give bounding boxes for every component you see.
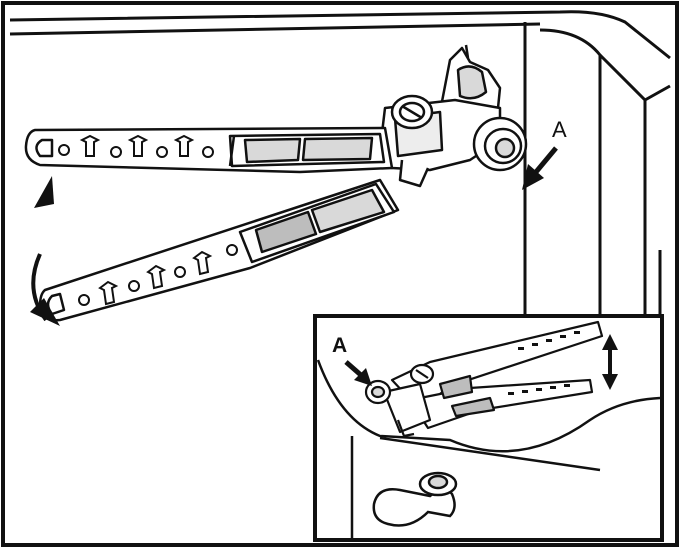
pointer-arrow-icon [344,360,372,386]
lower-arm-holes [78,244,238,306]
inset-hinge [382,320,604,438]
upper-arm-holes [58,134,214,158]
curved-arrow-up-icon [34,176,54,208]
inset-detail: A [313,314,664,542]
cabinet-body [9,10,671,360]
callout-label-main: A [552,117,567,142]
pivot-screw [390,94,434,130]
inset-cabinet [316,359,661,538]
curved-arrow-down-icon [30,253,60,326]
inset-knob [372,471,458,527]
inset-bushing [364,379,392,405]
lower-hinge-arm [38,178,400,322]
pointer-arrow-icon [522,146,558,190]
double-headed-vertical-arrow-icon [602,334,618,390]
callout-label-inset: A [332,334,347,357]
inset-arm-holes [508,331,580,395]
bushing-a [472,116,528,172]
